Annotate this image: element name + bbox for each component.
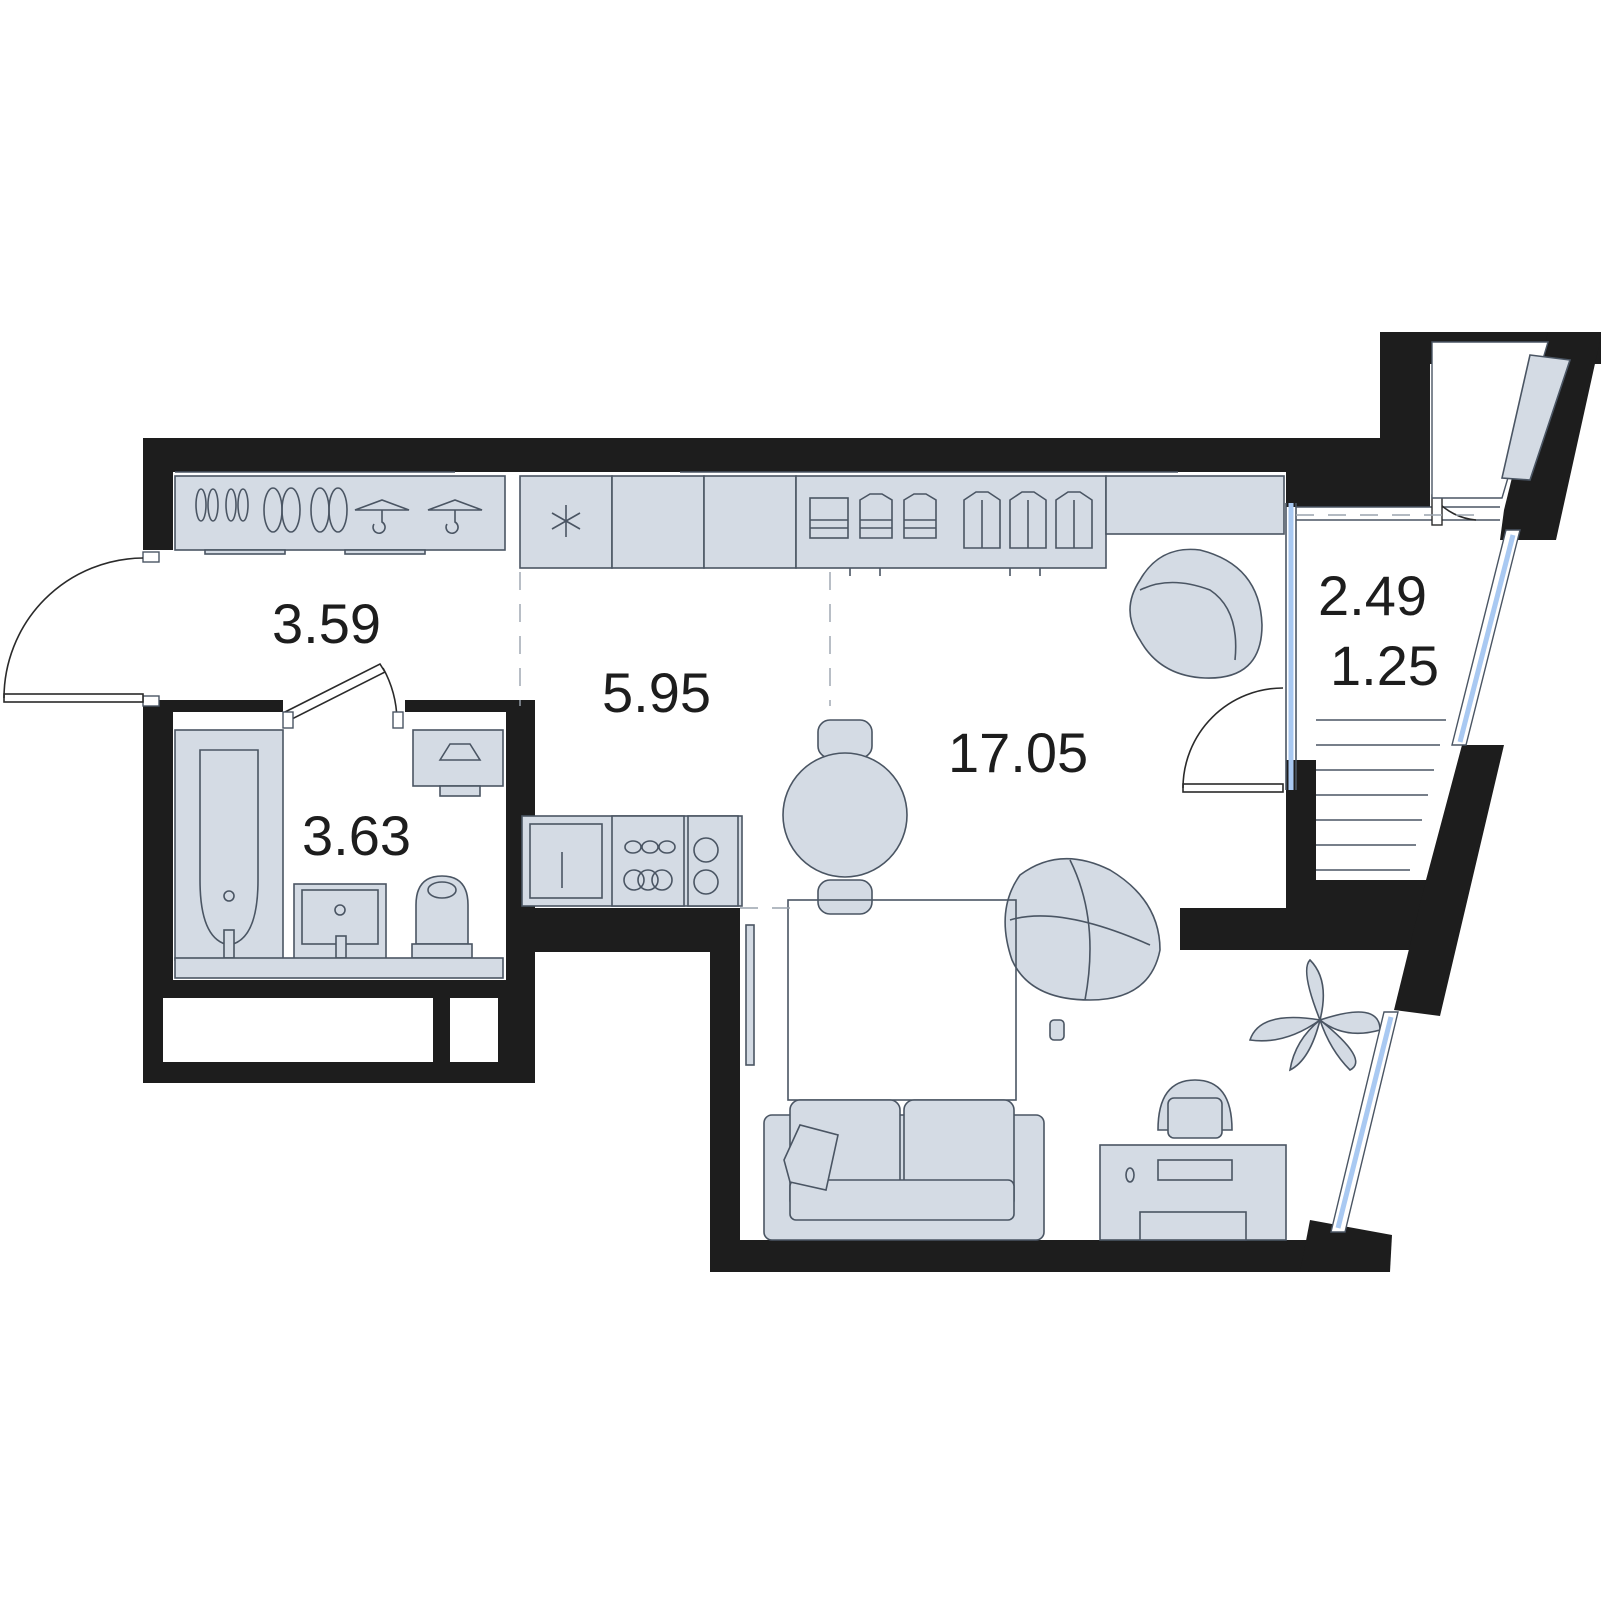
desk: [1099, 1079, 1287, 1241]
zone-dividers: [519, 514, 1480, 909]
area-label-bathroom: 3.63: [302, 804, 411, 867]
area-label-balcony-reduced: 1.25: [1330, 634, 1439, 697]
shirt-icon: [809, 491, 1093, 549]
kitchen-counter: [521, 815, 743, 907]
tv-stand: [745, 924, 755, 1066]
area-label-balcony-total: 2.49: [1318, 564, 1427, 627]
dining-table: [782, 719, 908, 915]
balcony-door: [1182, 503, 1297, 793]
bathroom-fixtures: [174, 729, 504, 979]
bean-bag: [1004, 857, 1161, 1001]
walls: [143, 332, 1601, 1272]
hanger-icon: [354, 499, 483, 535]
entrance-door: [3, 551, 160, 707]
area-label-living-room: 17.05: [948, 721, 1088, 784]
inner-partitions: [143, 700, 535, 1083]
top-cabinets: [519, 471, 1285, 576]
area-labels: 3.59 5.95 3.63 17.05 2.49 1.25: [272, 564, 1439, 867]
area-label-kitchen: 5.95: [602, 661, 711, 724]
bathroom-door: [282, 662, 404, 729]
snowflake-icon: [551, 505, 581, 537]
balcony-storage: [1431, 341, 1572, 499]
armchair: [1129, 548, 1263, 679]
area-label-hallway: 3.59: [272, 592, 381, 655]
shoes-icon: [195, 487, 348, 533]
hallway-wardrobe: [174, 471, 506, 555]
living-rug-sofa: [763, 899, 1045, 1241]
balcony-slats: [1296, 506, 1500, 871]
toy-icon: [1049, 1019, 1065, 1041]
facade-windows: [1330, 529, 1521, 1233]
plant-icon: [1248, 958, 1381, 1072]
